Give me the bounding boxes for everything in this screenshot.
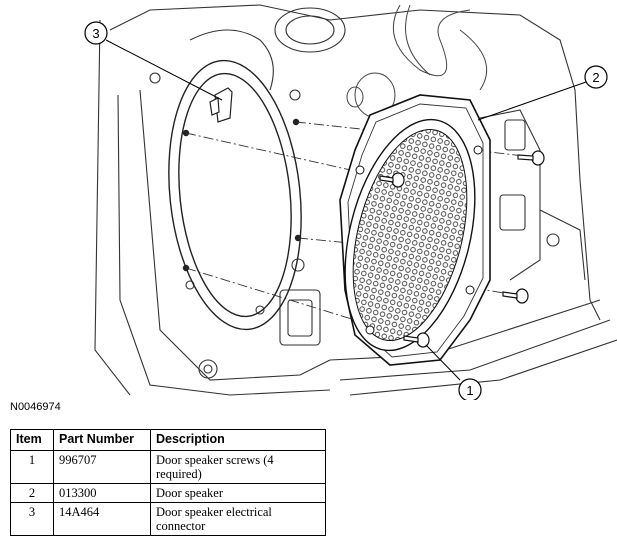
callout-1: 1 [425, 344, 482, 400]
table-row: 3 14A464 Door speaker electrical connect… [10, 502, 326, 536]
table-row: 1 996707 Door speaker screws (4 required… [10, 450, 326, 484]
door-inner-panel [94, 4, 617, 396]
door-speaker-illustration: 3 2 1 [84, 4, 617, 400]
cell-part-number: 14A464 [53, 502, 151, 536]
callout-3: 3 [84, 21, 223, 101]
cell-part-number: 996707 [53, 450, 151, 484]
cell-part-number: 013300 [53, 483, 151, 503]
wiring-harness [346, 4, 488, 118]
door-speaker [339, 94, 491, 366]
header-part-number: Part Number [53, 429, 151, 451]
callout-3-label: 3 [92, 26, 99, 41]
door-speaker-screws [379, 150, 545, 348]
cell-description: Door speaker screws (4 required) [150, 450, 326, 484]
screw [517, 150, 545, 166]
figure-id: N0046974 [10, 401, 61, 413]
door-speaker-electrical-connector [209, 87, 233, 123]
screw [502, 288, 529, 304]
screw [403, 332, 430, 348]
parts-table: Item Part Number Description 1 996707 Do… [10, 429, 326, 536]
callout-2: 2 [477, 65, 608, 121]
cell-description: Door speaker [150, 483, 326, 503]
table-header-row: Item Part Number Description [10, 429, 326, 451]
header-description: Description [150, 429, 326, 451]
callout-2-label: 2 [592, 70, 599, 85]
callout-1-label: 1 [466, 383, 473, 398]
screw [379, 172, 405, 188]
cell-item: 1 [10, 450, 54, 484]
speaker-opening [168, 59, 302, 331]
cell-description: Door speaker electrical connector [150, 502, 326, 536]
cell-item: 2 [10, 483, 54, 503]
cell-item: 3 [10, 502, 54, 536]
table-row: 2 013300 Door speaker [10, 483, 326, 503]
header-item: Item [10, 429, 54, 451]
